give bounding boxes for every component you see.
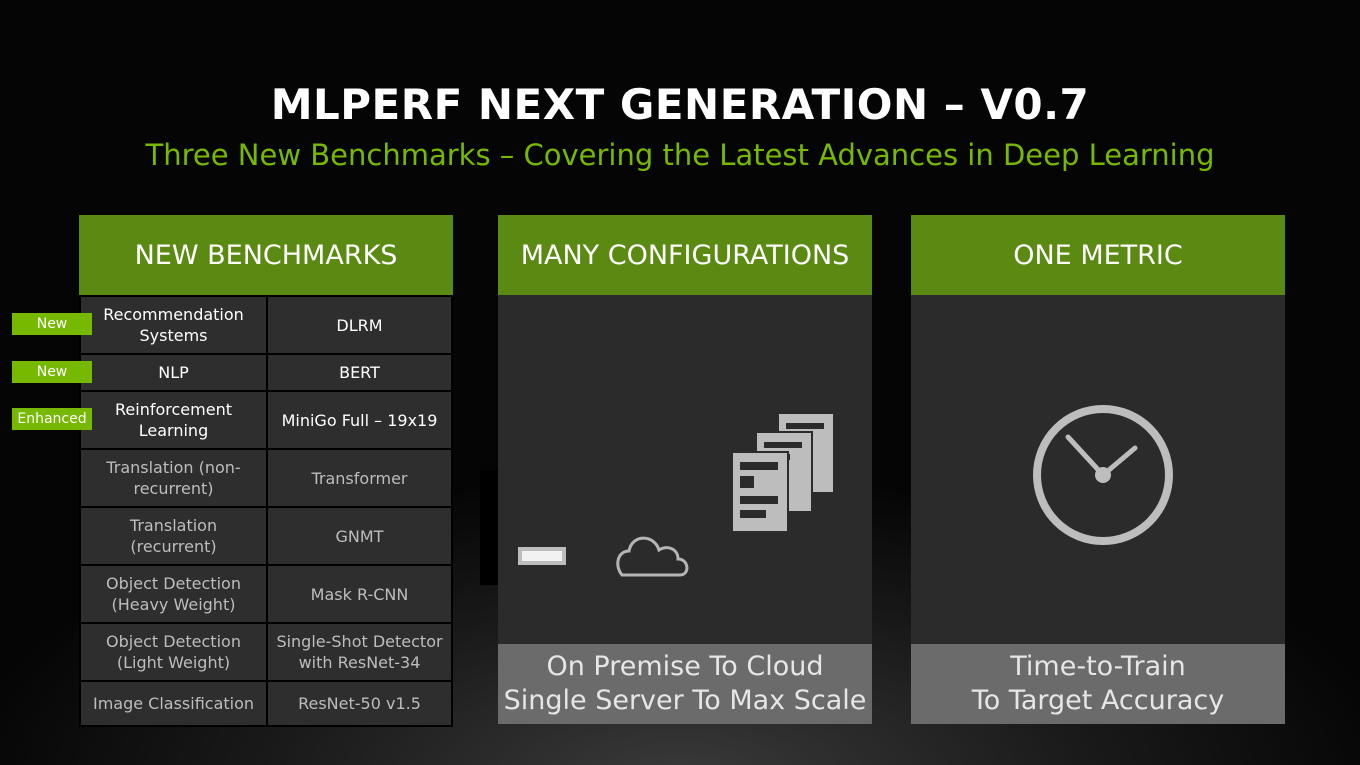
clock-icon — [911, 295, 1285, 645]
server-stack-icon — [731, 412, 835, 533]
benchmark-model: DLRM — [266, 295, 453, 355]
benchmark-tag: New — [12, 313, 92, 335]
metric-footer-line1: Time-to-Train — [1010, 651, 1186, 682]
metric-footer-line2: To Target Accuracy — [971, 685, 1225, 716]
benchmark-row: Translation (non-recurrent)Transformer — [79, 448, 453, 508]
metric-panel-header: ONE METRIC — [911, 215, 1285, 295]
gpu-card-icon — [518, 547, 566, 565]
benchmark-area: Object Detection (Heavy Weight) — [79, 564, 268, 624]
benchmark-tag: Enhanced — [12, 408, 92, 430]
benchmark-model: GNMT — [266, 506, 453, 566]
configurations-footer-line1: On Premise To Cloud — [546, 651, 824, 682]
benchmark-area: NLP — [79, 353, 268, 392]
benchmarks-panel-header: NEW BENCHMARKS — [79, 215, 453, 295]
slide-title: MLPERF NEXT GENERATION – V0.7 — [270, 80, 1090, 129]
background-shadow-block — [480, 470, 500, 585]
metric-panel-footer: Time-to-Train To Target Accuracy — [911, 644, 1285, 724]
benchmark-model: MiniGo Full – 19x19 — [266, 390, 453, 450]
slide-subtitle: Three New Benchmarks – Covering the Late… — [145, 138, 1215, 172]
benchmark-row: Object Detection (Light Weight)Single-Sh… — [79, 622, 453, 682]
benchmark-model: Mask R-CNN — [266, 564, 453, 624]
cloud-icon — [616, 536, 689, 577]
benchmark-model: ResNet-50 v1.5 — [266, 680, 453, 727]
benchmark-area: Object Detection (Light Weight) — [79, 622, 268, 682]
benchmark-model: BERT — [266, 353, 453, 392]
configurations-icons — [498, 295, 872, 645]
configurations-footer-line2: Single Server To Max Scale — [503, 685, 867, 716]
configurations-panel: MANY CONFIGURATIONS — [498, 215, 872, 724]
configurations-panel-footer: On Premise To Cloud Single Server To Max… — [498, 644, 872, 724]
benchmark-area: Image Classification — [79, 680, 268, 727]
benchmark-tag: New — [12, 360, 92, 383]
benchmark-model: Transformer — [266, 448, 453, 508]
benchmark-area: Recommendation Systems — [79, 295, 268, 355]
benchmark-area: Translation (non-recurrent) — [79, 448, 268, 508]
benchmark-model: Single-Shot Detector with ResNet-34 — [266, 622, 453, 682]
benchmark-row: Translation (recurrent)GNMT — [79, 506, 453, 566]
metric-panel: ONE METRIC Time-to-Train To Target Accur… — [911, 215, 1285, 724]
benchmark-area: Translation (recurrent) — [79, 506, 268, 566]
configurations-panel-header: MANY CONFIGURATIONS — [498, 215, 872, 295]
benchmark-row: Object Detection (Heavy Weight)Mask R-CN… — [79, 564, 453, 624]
benchmark-area: Reinforcement Learning — [79, 390, 268, 450]
